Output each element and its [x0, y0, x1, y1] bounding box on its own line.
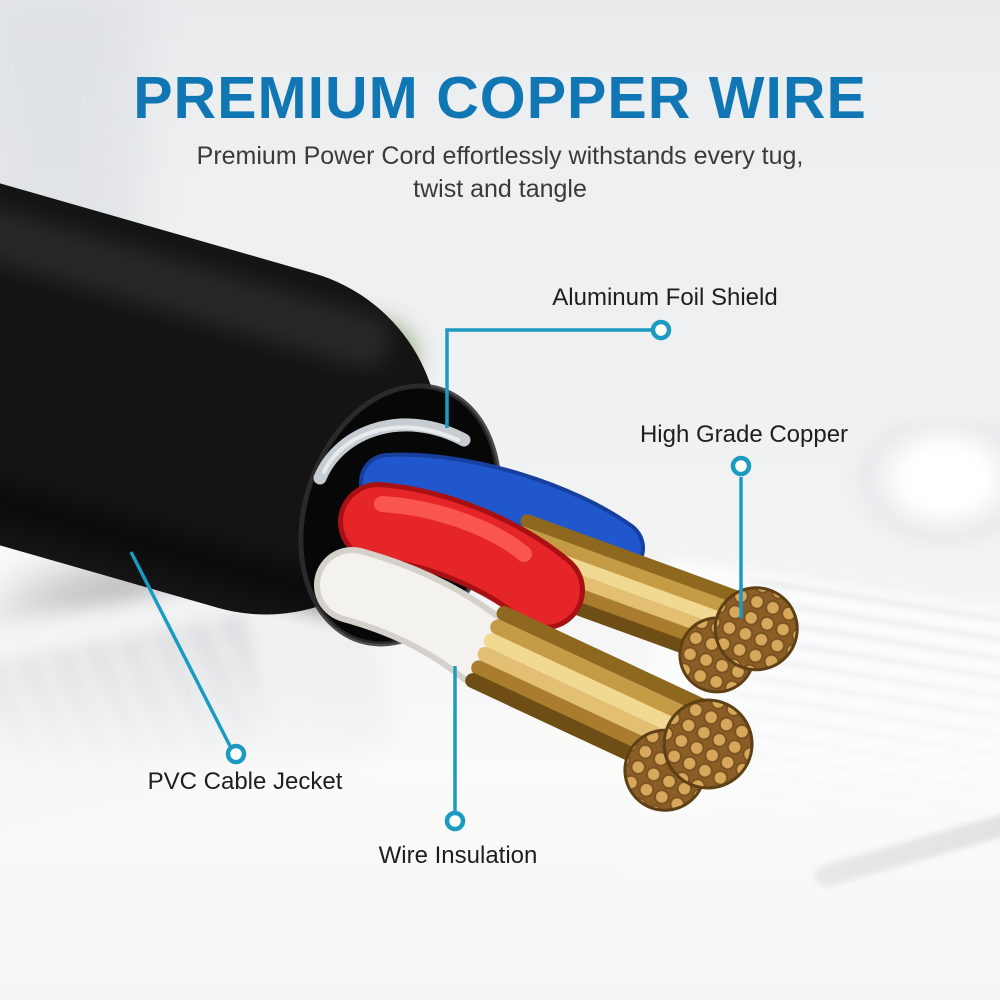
aluminum-callout-dot [650, 319, 672, 341]
page-title: PREMIUM COPPER WIRE [133, 65, 867, 131]
callout-label-aluminum-foil-shield: Aluminum Foil Shield [552, 284, 778, 311]
page-subtitle: Premium Power Cord effortlessly withstan… [197, 140, 804, 206]
subtitle-line-2: twist and tangle [413, 175, 587, 203]
copper-callout-dot [730, 455, 752, 477]
jacket-callout-dot [225, 743, 247, 765]
callout-label-wire-insulation: Wire Insulation [378, 842, 538, 869]
aluminum-callout-line [445, 328, 651, 428]
red-wire [338, 482, 585, 630]
aluminum-foil-shield [313, 418, 471, 485]
blue-wire [359, 452, 645, 577]
subtitle-line-1: Premium Power Cord effortlessly withstan… [196, 142, 804, 170]
callout-label-pvc-cable-jacket: PVC Cable Jecket [147, 768, 343, 795]
callout-label-high-grade-copper: High Grade Copper [639, 421, 849, 448]
insulation-callout-dot [444, 810, 466, 832]
